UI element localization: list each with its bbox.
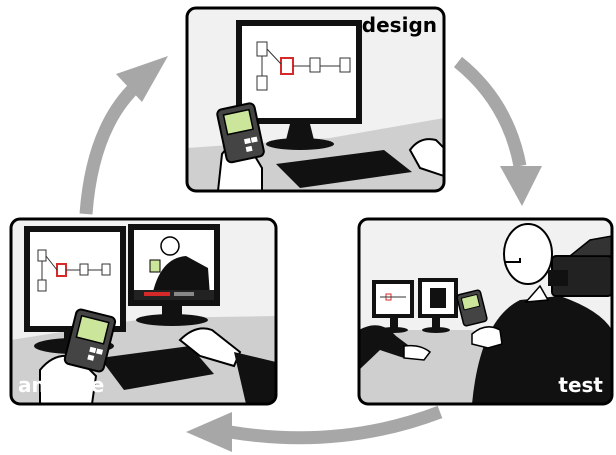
arrow-test-to-analyze: [186, 405, 443, 452]
design-handheld-device: [216, 102, 265, 191]
cycle-arrows: [79, 56, 542, 452]
panel-test: test: [357, 217, 614, 406]
video-camera: [548, 235, 612, 297]
analyze-video-monitor: [128, 224, 220, 326]
panel-design: design: [185, 6, 446, 193]
test-monitors: [372, 278, 458, 333]
arrow-design-to-test: [453, 56, 542, 206]
panel-label-design: design: [362, 13, 437, 37]
design-keyboard: [276, 150, 412, 188]
analyze-keyboard: [100, 346, 214, 390]
arrow-analyze-to-design: [79, 56, 168, 215]
panel-analyze: analyze: [9, 217, 278, 406]
test-camera-operator: [456, 223, 612, 404]
storyboard-graph: [256, 41, 351, 91]
panel-label-analyze: analyze: [18, 373, 104, 397]
panel-label-test: test: [558, 373, 603, 397]
design-monitor: [236, 20, 362, 150]
analyze-handheld-device: [39, 308, 117, 404]
